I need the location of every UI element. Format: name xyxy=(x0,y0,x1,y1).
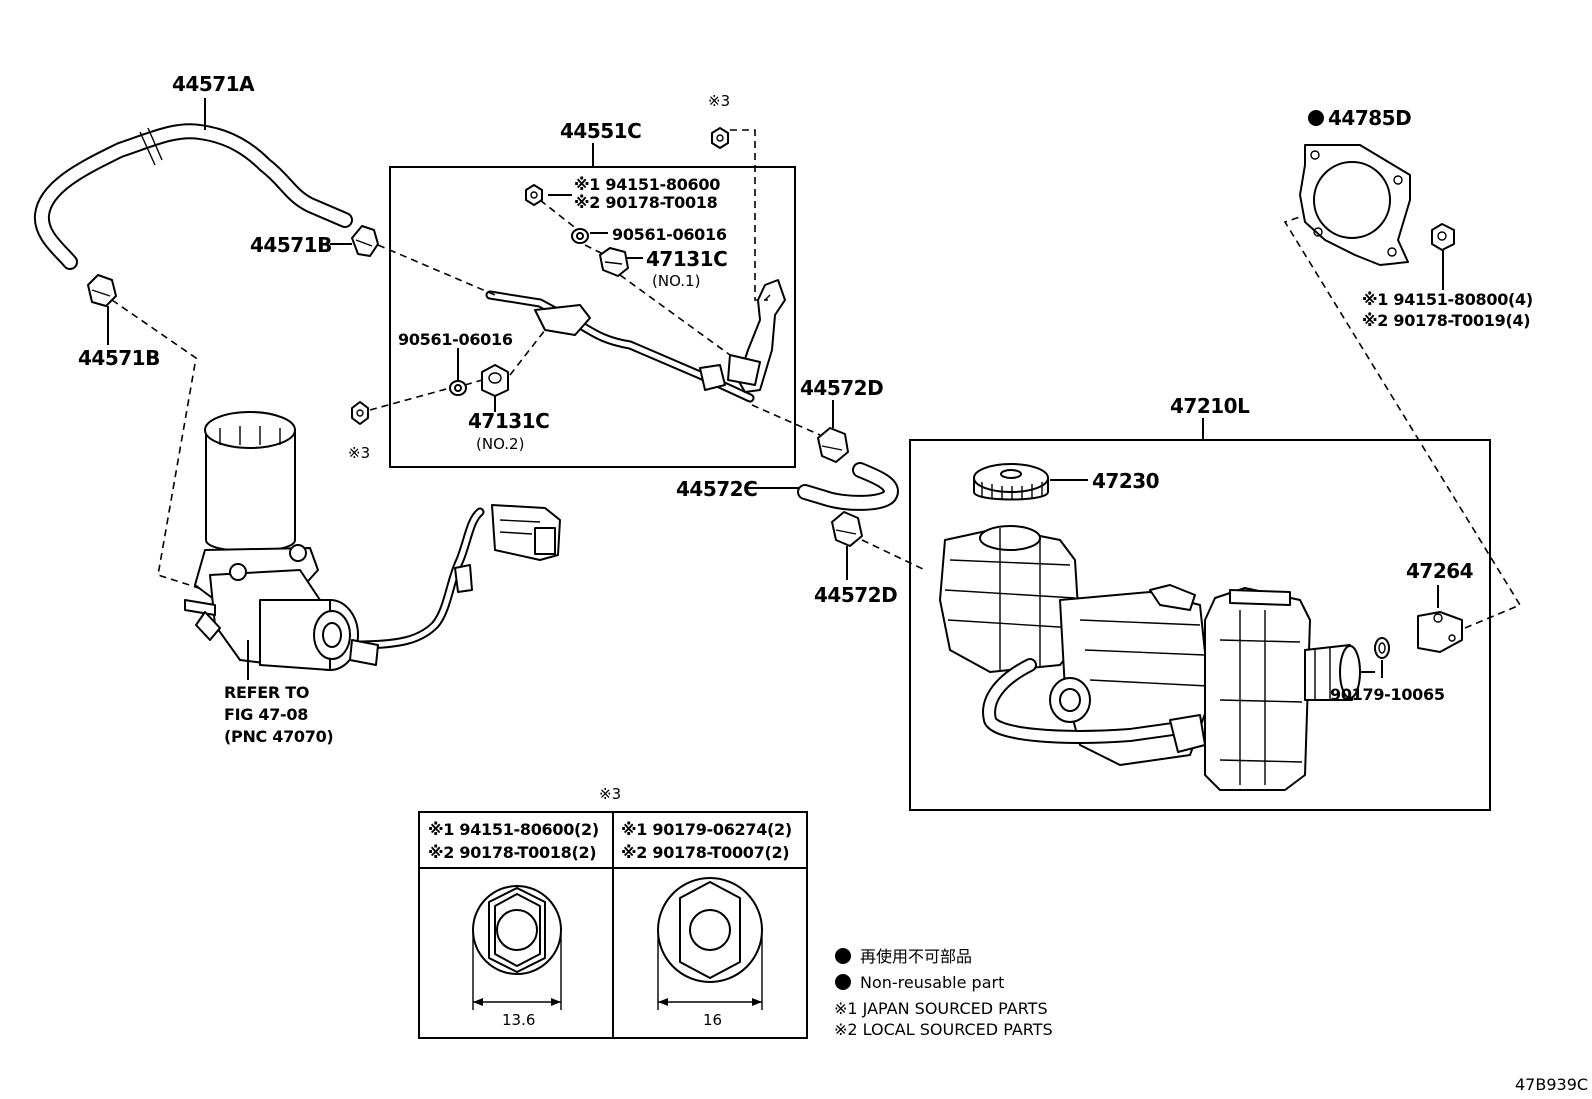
nut-note3-top[interactable] xyxy=(711,127,729,149)
nut-16-drawing xyxy=(657,877,763,1010)
vacuum-tube-group-box xyxy=(389,166,796,468)
label-44572d-top: 44572D xyxy=(800,376,883,400)
label-47210l: 47210L xyxy=(1170,394,1250,418)
hose-clamp-44571b-top[interactable] xyxy=(351,225,379,257)
table-col2-line2: ※2 90178-T0007(2) xyxy=(621,843,789,862)
table-col2-line1: ※1 90179-06274(2) xyxy=(621,820,792,839)
tube-clamp-47131c-no2[interactable] xyxy=(481,364,509,397)
hose-clamp-44572d-top[interactable] xyxy=(817,427,849,463)
refer-line-1: REFER TO xyxy=(224,683,309,702)
legend-nonreusable: Non-reusable part xyxy=(860,973,1004,992)
grommet-90561-bottom[interactable] xyxy=(449,380,467,396)
refer-line-2: FIG 47-08 xyxy=(224,705,308,724)
refer-line-3: (PNC 47070) xyxy=(224,727,333,746)
tube-clamp-47131c-no1[interactable] xyxy=(599,247,629,277)
table-col1-line1: ※1 94151-80600(2) xyxy=(428,820,599,839)
label-gasket-line2: ※2 90178-T0019(4) xyxy=(1362,311,1530,330)
grommet-90561-top[interactable] xyxy=(571,228,589,244)
label-44785d: 44785D xyxy=(1328,106,1411,130)
non-reusable-mark-44785d xyxy=(1308,110,1324,126)
label-44571b-top: 44571B xyxy=(250,233,332,257)
note3-top: ※3 xyxy=(708,92,730,110)
label-44572c: 44572C xyxy=(676,477,757,501)
label-90561-bottom: 90561-06016 xyxy=(398,330,513,349)
label-47131c-no1: 47131C xyxy=(646,247,727,271)
label-47131c-no2: 47131C xyxy=(468,409,549,433)
reservoir-cap-47230[interactable] xyxy=(973,463,1049,501)
legend-jp: 再使用不可部品 xyxy=(860,947,972,966)
brake-booster-assembly[interactable] xyxy=(939,525,1375,791)
label-44551c: 44551C xyxy=(560,119,641,143)
hose-clamp-44572d-bottom[interactable] xyxy=(831,511,863,547)
legend-dot-2 xyxy=(835,974,851,990)
dim-13-6: 13.6 xyxy=(502,1011,535,1029)
label-nut-line1: ※1 94151-80600 xyxy=(574,175,720,194)
nut-top[interactable] xyxy=(525,184,543,206)
gasket-nut[interactable] xyxy=(1431,223,1455,251)
figure-id: 47B939C xyxy=(1515,1075,1588,1094)
label-90179-10065: 90179-10065 xyxy=(1330,685,1445,704)
label-47264: 47264 xyxy=(1406,559,1473,583)
table-col1-line2: ※2 90178-T0018(2) xyxy=(428,843,596,862)
label-nut-line2: ※2 90178-T0018 xyxy=(574,193,718,212)
label-47230: 47230 xyxy=(1092,469,1159,493)
label-44571b-left: 44571B xyxy=(78,346,160,370)
brake-booster-box xyxy=(909,439,1491,811)
nut-13-6-drawing xyxy=(472,885,562,1010)
bracket-47264[interactable] xyxy=(1417,611,1463,653)
hose-44572c[interactable] xyxy=(797,462,899,511)
label-no1: (NO.1) xyxy=(652,272,700,290)
table-title: ※3 xyxy=(599,785,621,803)
nut-note3-left[interactable] xyxy=(351,401,369,425)
washer-90179-10065[interactable] xyxy=(1374,637,1390,659)
label-90561-top: 90561-06016 xyxy=(612,225,727,244)
note3-left: ※3 xyxy=(348,444,370,462)
legend-note2: ※2 LOCAL SOURCED PARTS xyxy=(834,1020,1053,1039)
vacuum-hose-44571a[interactable] xyxy=(33,123,353,270)
label-44571a: 44571A xyxy=(172,72,255,96)
vacuum-tube-44551c[interactable] xyxy=(485,279,786,403)
label-44572d-bottom: 44572D xyxy=(814,583,897,607)
label-no2: (NO.2) xyxy=(476,435,524,453)
gasket-44785d[interactable] xyxy=(1299,144,1411,266)
vacuum-pump-assembly[interactable] xyxy=(184,411,561,671)
legend-dot-1 xyxy=(835,948,851,964)
dim-16: 16 xyxy=(703,1011,722,1029)
legend-note1: ※1 JAPAN SOURCED PARTS xyxy=(834,999,1048,1018)
label-gasket-line1: ※1 94151-80800(4) xyxy=(1362,290,1533,309)
hose-clamp-44571b-left[interactable] xyxy=(87,274,117,307)
